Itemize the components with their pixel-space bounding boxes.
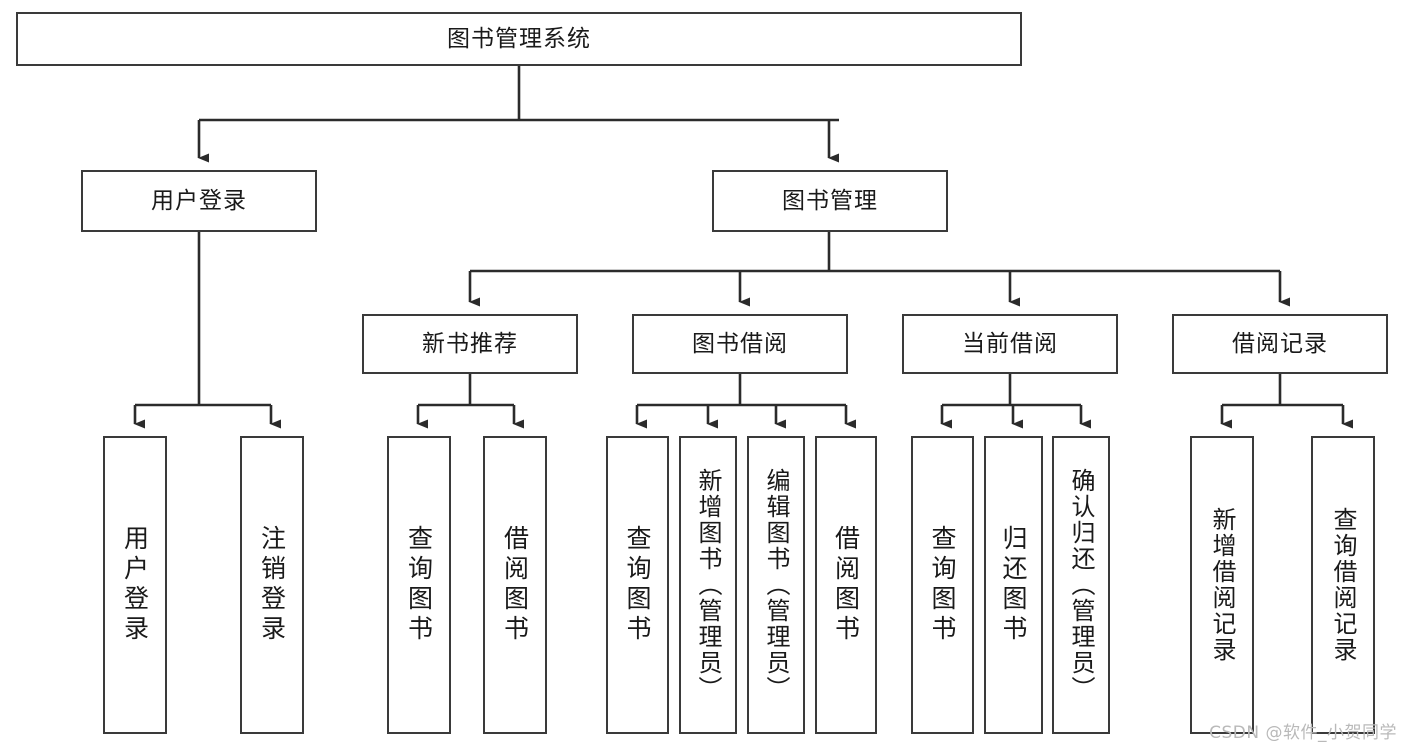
- node-user-login[interactable]: 用户登录: [81, 170, 317, 232]
- node-label: 当前借阅: [962, 330, 1058, 357]
- node-book-borrow[interactable]: 图书借阅: [632, 314, 848, 374]
- leaf-borrow-add-book-admin[interactable]: 新增图书（管理员）: [679, 436, 737, 734]
- node-label: 新增图书（管理员）: [694, 468, 722, 702]
- node-label: 用户登录: [151, 187, 247, 214]
- leaf-borrow-query-book[interactable]: 查询图书: [606, 436, 669, 734]
- leaf-user-login-logout[interactable]: 注销登录: [240, 436, 304, 734]
- leaf-user-login-login[interactable]: 用户登录: [103, 436, 167, 734]
- node-label: 借阅图书: [500, 525, 530, 645]
- watermark-text: CSDN @软件_小贺同学: [1209, 723, 1397, 743]
- node-new-book-recommend[interactable]: 新书推荐: [362, 314, 578, 374]
- node-book-management[interactable]: 图书管理: [712, 170, 948, 232]
- node-label: 图书管理: [782, 187, 878, 214]
- node-label: 用户登录: [120, 525, 150, 645]
- node-label: 注销登录: [257, 525, 287, 645]
- node-label: 借阅记录: [1232, 330, 1328, 357]
- node-label: 图书管理系统: [447, 25, 591, 52]
- node-root-book-management-system[interactable]: 图书管理系统: [16, 12, 1022, 66]
- node-borrow-record[interactable]: 借阅记录: [1172, 314, 1388, 374]
- node-label: 归还图书: [999, 525, 1028, 645]
- node-label: 查询图书: [404, 525, 434, 645]
- leaf-borrow-borrow-book[interactable]: 借阅图书: [815, 436, 877, 734]
- node-label: 查询图书: [928, 525, 957, 645]
- node-label: 编辑图书（管理员）: [762, 468, 790, 702]
- node-current-borrow[interactable]: 当前借阅: [902, 314, 1118, 374]
- node-label: 查询借阅记录: [1329, 507, 1357, 663]
- node-label: 借阅图书: [831, 525, 861, 645]
- leaf-record-add-borrow-record[interactable]: 新增借阅记录: [1190, 436, 1254, 734]
- leaf-current-confirm-return-admin[interactable]: 确认归还（管理员）: [1052, 436, 1110, 734]
- leaf-recommend-query-book[interactable]: 查询图书: [387, 436, 451, 734]
- leaf-current-return-book[interactable]: 归还图书: [984, 436, 1043, 734]
- node-label: 图书借阅: [692, 330, 788, 357]
- leaf-borrow-edit-book-admin[interactable]: 编辑图书（管理员）: [747, 436, 805, 734]
- leaf-record-query-borrow-record[interactable]: 查询借阅记录: [1311, 436, 1375, 734]
- leaf-current-query-book[interactable]: 查询图书: [911, 436, 974, 734]
- node-label: 查询图书: [623, 525, 652, 645]
- node-label: 新书推荐: [422, 330, 518, 357]
- node-label: 确认归还（管理员）: [1067, 468, 1095, 702]
- node-label: 新增借阅记录: [1208, 507, 1236, 663]
- leaf-recommend-borrow-book[interactable]: 借阅图书: [483, 436, 547, 734]
